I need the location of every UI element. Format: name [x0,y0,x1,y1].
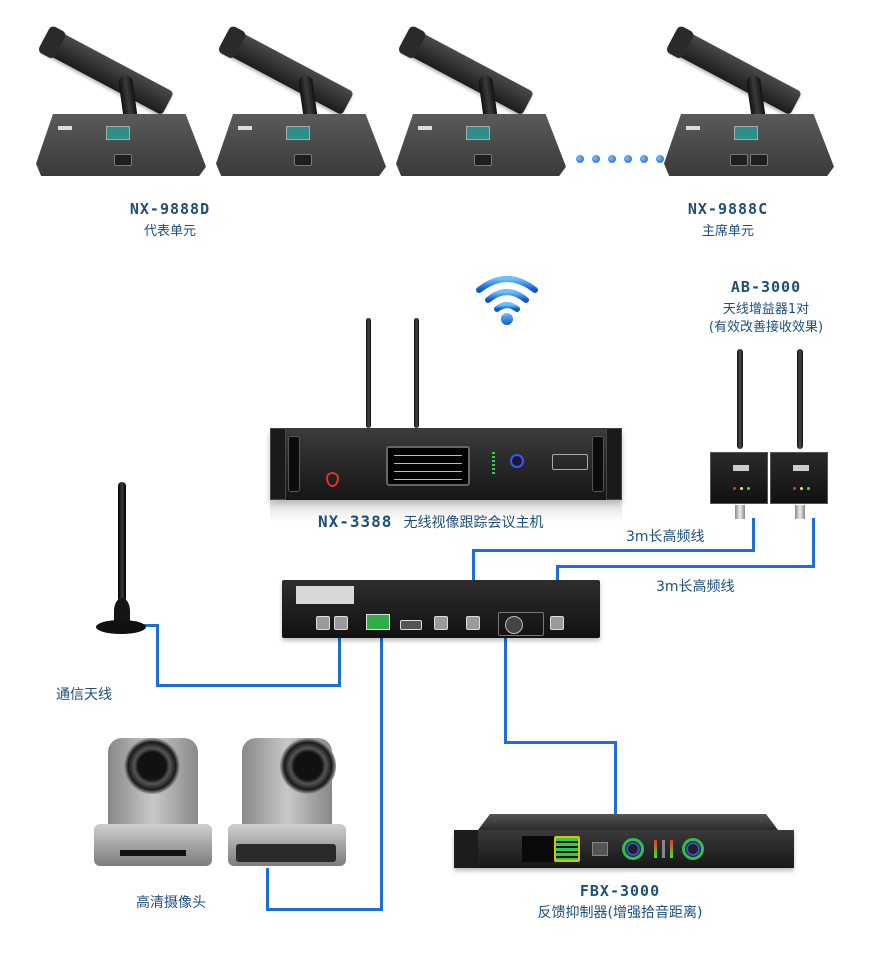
input-knob-icon [622,838,644,860]
fbx3000-device [454,814,794,868]
host-model: NX-3388 [318,512,393,531]
rf-port-1 [466,616,480,630]
nx3388-host-rear [282,580,600,638]
host-name: 无线视像跟踪会议主机 [403,515,544,531]
output-knob-icon [682,838,704,860]
camera-lens-icon [124,738,180,794]
chairman-name: 主席单元 [701,224,754,239]
status-leds [733,487,750,490]
power-port [316,616,330,630]
delegate-model: NX-9888D [129,200,211,218]
delegate-name: 代表单元 [143,224,196,239]
rf-connector [735,505,745,519]
fbx-name: 反馈抑制器(增强拾音距离) [537,905,703,921]
speak-button [294,154,312,166]
booster-line2: (有效改善接收效果) [708,320,824,335]
microphone-icon [39,27,174,116]
speak-button [114,154,132,166]
microphone-icon [219,27,354,116]
hd-camera-rear [228,732,346,867]
volume-knob-icon [510,454,524,468]
chairman-model: NX-9888C [687,200,769,218]
wifi-icon [476,276,538,325]
antenna-icon [366,318,371,428]
rack-handle [592,436,604,492]
camera-rear-ports [236,844,336,862]
xlr-output [498,612,544,636]
camera-control-cable [380,630,383,910]
fbx-model: FBX-3000 [579,882,661,900]
control-terminal [366,614,390,630]
nx3388-host-front [270,318,622,500]
antenna-icon [414,318,419,428]
microphone-icon [667,27,802,116]
antenna-icon [118,482,126,602]
delegate-unit-1 [36,14,206,176]
unit-display [106,126,130,140]
host-lcd [386,446,470,486]
delegate-unit-3 [396,14,566,176]
continuation-dots [576,155,664,163]
antenna-icon [737,349,743,449]
dot-icon [592,155,600,163]
microphone-icon [399,27,534,116]
level-leds [492,452,495,476]
power-button-icon [326,472,339,487]
antenna-booster-2 [770,349,828,519]
antenna-icon [797,349,803,449]
fbx-meters [554,836,580,862]
priority-button [750,154,768,166]
antenna-port [334,616,348,630]
camera-lens-icon [280,738,336,794]
comm-antenna-label: 通信天线 [56,687,112,703]
dot-icon [576,155,584,163]
dot-icon [640,155,648,163]
antenna-booster-1 [710,349,768,519]
booster-model: AB-3000 [730,278,802,296]
warning-label [296,586,354,604]
fbx-audio-cable [504,630,507,744]
unit-display [466,126,490,140]
speak-button [730,154,748,166]
serial-port [400,620,422,630]
camera-label: 高清摄像头 [136,895,206,911]
chairman-unit [664,14,834,176]
unit-display [734,126,758,140]
speak-button [474,154,492,166]
rf-cable-1-label: 3m长高频线 [626,529,705,545]
hd-camera-front [94,732,212,867]
rf-cable-1 [752,518,755,552]
fbx-switch [592,842,608,856]
delegate-unit-2 [216,14,386,176]
booster-line1: 天线增益器1对 [722,302,810,317]
usb-port [434,616,448,630]
status-leds [793,487,810,490]
dot-icon [656,155,664,163]
io-panel [552,454,588,470]
dot-icon [608,155,616,163]
rf-cable-2 [812,518,815,568]
rack-handle [288,436,300,492]
unit-display [286,126,310,140]
rf-port-2 [550,616,564,630]
dot-icon [624,155,632,163]
rf-connector [795,505,805,519]
rf-cable-2-label: 3m长高频线 [656,579,735,595]
